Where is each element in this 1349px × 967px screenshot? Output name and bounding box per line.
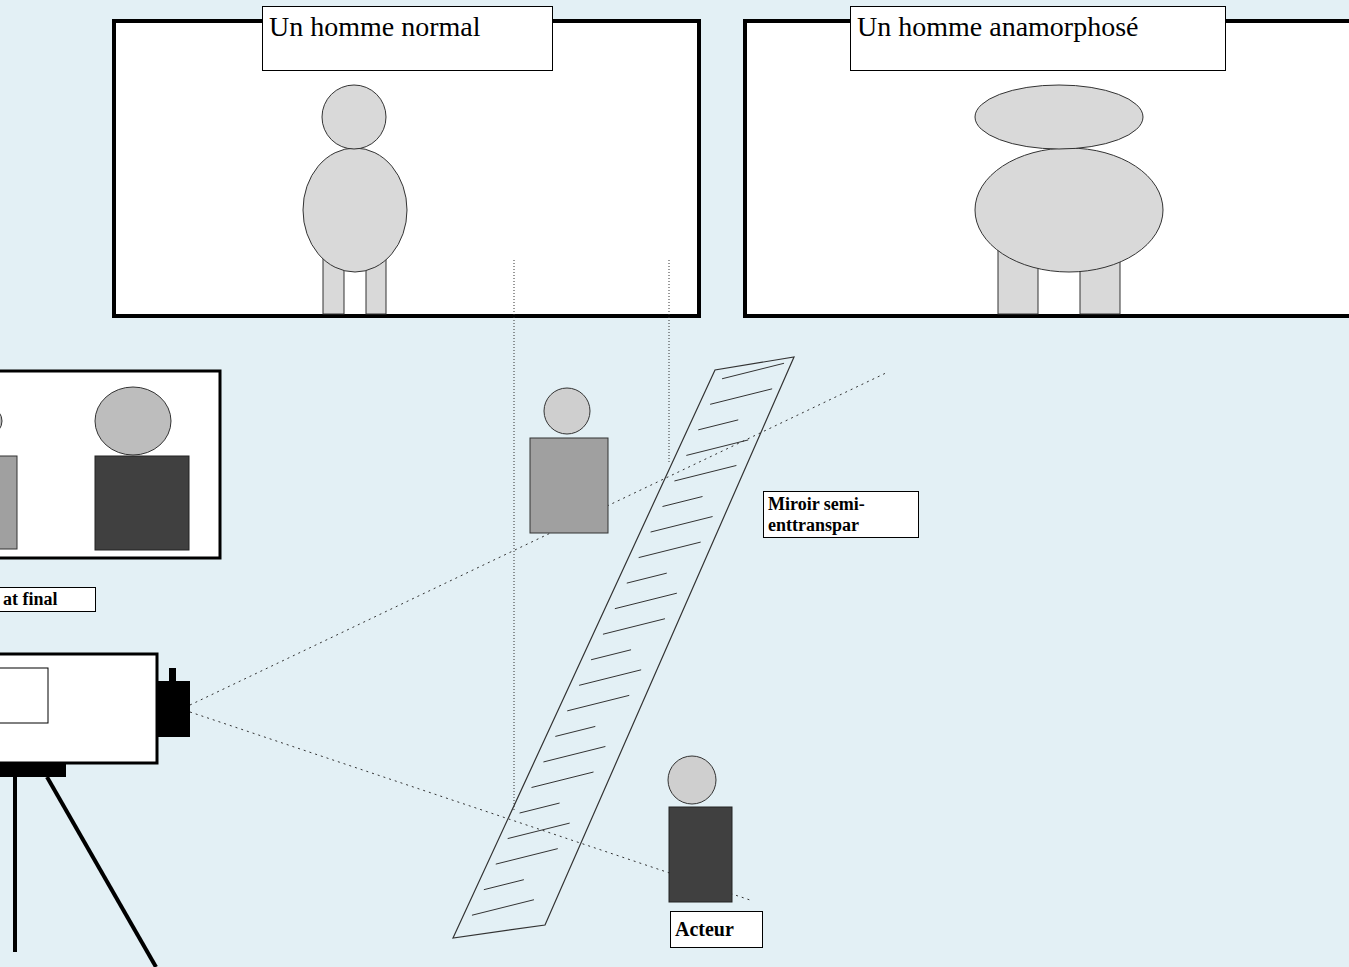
result-head: [0, 409, 2, 433]
hatch-stroke: [722, 363, 784, 379]
hatch-stroke: [615, 593, 677, 609]
actor-body: [669, 807, 732, 902]
hatch-stroke: [710, 389, 772, 405]
head: [975, 85, 1143, 149]
body: [975, 148, 1163, 272]
hatch-stroke: [520, 803, 560, 813]
result-body: [0, 456, 17, 549]
hatch-stroke: [579, 670, 641, 686]
label-text: Miroir semi- enttranspar: [768, 494, 914, 535]
label-text: Un homme anamorphosé: [857, 11, 1219, 43]
tripod-leg: [13, 777, 17, 952]
normal-man: [303, 85, 407, 314]
hatch-stroke: [698, 420, 738, 430]
hatch-stroke: [686, 440, 748, 456]
hatch-stroke: [496, 849, 558, 865]
hatch-stroke: [543, 746, 605, 762]
camera-body: [0, 654, 157, 763]
label-text: at final: [3, 589, 91, 610]
camera: [0, 654, 190, 967]
semi-transparent-mirror: [453, 357, 794, 938]
anamorphic-man: [975, 85, 1163, 314]
result-head: [95, 387, 171, 455]
camera-base: [0, 763, 66, 777]
sight-line: [190, 372, 888, 705]
camera-lens: [157, 681, 190, 737]
hatch-stroke: [472, 900, 534, 916]
hatch-stroke: [627, 573, 667, 583]
label-text: Un homme normal: [269, 11, 546, 43]
mirror-hatching: [472, 363, 784, 915]
virtual-head: [544, 388, 590, 434]
actor-head: [668, 756, 716, 804]
result-label: at final: [0, 587, 96, 612]
screen-title: Un homme normal: [262, 6, 553, 71]
result-body: [95, 456, 189, 550]
projection-line: [514, 260, 515, 810]
hatch-stroke: [663, 497, 703, 507]
hatch-stroke: [532, 772, 594, 788]
body: [303, 148, 407, 272]
sight-line: [190, 712, 750, 900]
hatch-stroke: [567, 695, 629, 711]
hatch-stroke: [555, 726, 595, 736]
screen-title: Un homme anamorphosé: [850, 6, 1226, 71]
projection-line: [669, 260, 670, 462]
hatch-stroke: [591, 650, 631, 660]
camera-lens-knob: [169, 668, 176, 682]
hatch-stroke: [639, 542, 701, 558]
hatch-stroke: [508, 823, 570, 839]
hatch-stroke: [651, 517, 713, 533]
hatch-stroke: [484, 880, 524, 890]
label-text: Acteur: [675, 918, 758, 941]
sight-lines: [190, 260, 888, 900]
hatch-stroke: [674, 465, 736, 481]
mirror-label: Miroir semi- enttranspar: [763, 491, 919, 538]
tripod-leg: [47, 777, 156, 967]
head: [322, 85, 386, 149]
actor-label: Acteur: [670, 911, 763, 948]
camera-viewfinder: [0, 668, 48, 723]
result-frame: [0, 371, 220, 558]
virtual-body: [530, 438, 608, 533]
hatch-stroke: [603, 619, 665, 635]
